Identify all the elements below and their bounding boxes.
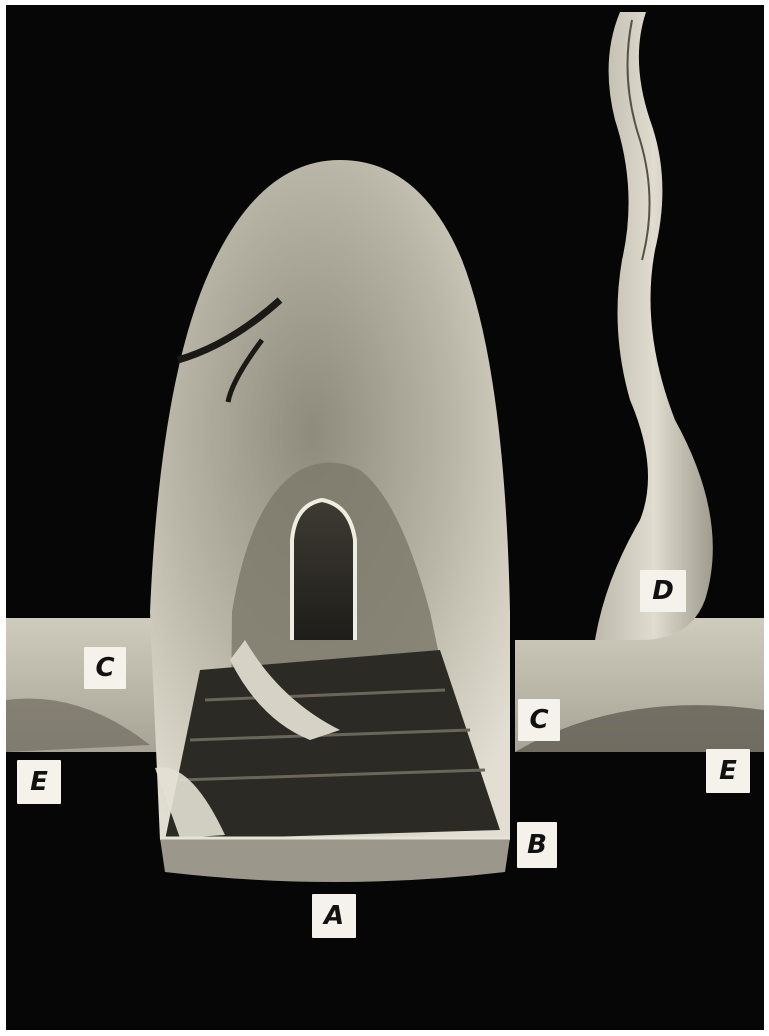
label-a: A [312,894,356,938]
label-b: B [517,822,557,868]
label-e-right: E [706,749,750,793]
label-c-right: C [518,699,560,741]
label-e-left: E [17,760,61,804]
label-d: D [640,570,686,612]
base-disc [160,838,510,882]
label-c-left: C [84,647,126,689]
tunnel-opening [292,500,355,640]
